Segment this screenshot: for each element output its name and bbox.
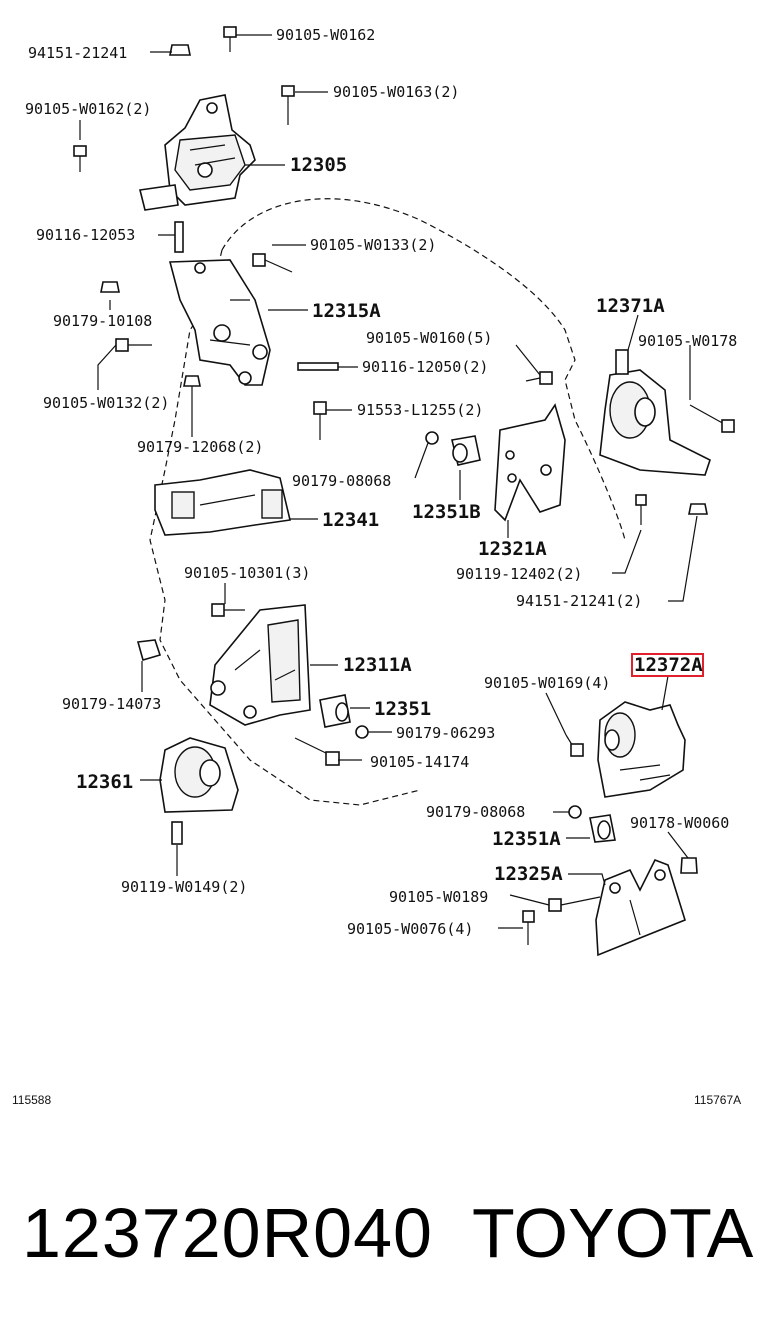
label-90105-W0133-2: 90105-W0133(2): [310, 236, 436, 254]
label-90105-W0076-4: 90105-W0076(4): [347, 920, 473, 938]
label-90105-W0189: 90105-W0189: [389, 888, 488, 906]
label-90179-12068-2: 90179-12068(2): [137, 438, 263, 456]
bracket-12325A: [595, 858, 686, 957]
label-90179-08068-b: 90179-08068: [426, 803, 525, 821]
label-90105-W0178: 90105-W0178: [638, 332, 737, 350]
label-90105-W0162: 90105-W0162: [276, 26, 375, 44]
label-90105-W0160-5: 90105-W0160(5): [366, 329, 492, 347]
label-90119-12402-2: 90119-12402(2): [456, 565, 582, 583]
part-number: 123720R040: [22, 1194, 433, 1272]
label-12311A: 12311A: [343, 654, 412, 676]
mount-12372A: [597, 701, 686, 798]
label-90178-W0060: 90178-W0060: [630, 814, 729, 832]
label-12321A: 12321A: [478, 538, 547, 560]
label-12371A: 12371A: [596, 295, 665, 317]
label-12315A: 12315A: [312, 300, 381, 322]
stud-90116-12050: [297, 362, 339, 371]
label-12351A: 12351A: [492, 828, 561, 850]
label-90105-W0132-2: 90105-W0132(2): [43, 394, 169, 412]
bolt-91553-L1255: [313, 401, 327, 440]
bolt-90105-W0160: [525, 371, 553, 385]
stud-90116-12053: [174, 221, 184, 253]
engine-mount-12371A: [599, 349, 711, 476]
mount-12361: [159, 737, 239, 813]
nut-90179-06293: [355, 725, 369, 739]
label-90179-10108: 90179-10108: [53, 312, 152, 330]
footer: 123720R040 TOYOTA: [0, 1185, 760, 1285]
nut-90179-10108: [100, 281, 120, 293]
nut-94151-21241-2: [688, 503, 708, 515]
brand-name: TOYOTA: [472, 1194, 754, 1272]
label-94151-21241-2: 94151-21241(2): [516, 592, 642, 610]
bolt-90105-W0132: [115, 338, 152, 352]
engine-outline: [149, 198, 626, 806]
bracket-12341: [154, 469, 291, 536]
label-94151-21241-top: 94151-21241: [28, 44, 127, 62]
bolt-90105-W0178: [689, 404, 735, 433]
label-12361: 12361: [76, 771, 133, 793]
bolt-90105-W0162: [223, 26, 237, 52]
nut-90179-14073: [136, 639, 162, 661]
highlight-box-12372A: [631, 653, 704, 677]
label-90105-10301-3: 90105-10301(3): [184, 564, 310, 582]
label-90116-12053: 90116-12053: [36, 226, 135, 244]
label-90105-W0162-2: 90105-W0162(2): [25, 100, 151, 118]
label-90105-14174: 90105-14174: [370, 753, 469, 771]
label-90179-08068-a: 90179-08068: [292, 472, 391, 490]
nut-90178-W0060: [680, 857, 698, 874]
leader-lines: [79, 34, 698, 929]
bolt-90105-W0076: [522, 910, 535, 945]
engine-mount-12305: [139, 94, 256, 211]
mount-12351B: [451, 435, 481, 466]
label-12341: 12341: [322, 509, 379, 531]
bolt-90105-W0189: [548, 896, 601, 912]
reference-code-left: 115588: [12, 1093, 51, 1107]
bracket-12311A: [209, 604, 311, 726]
label-90105-W0163-2: 90105-W0163(2): [333, 83, 459, 101]
bolt-90119-W0149: [171, 821, 183, 845]
label-90179-06293: 90179-06293: [396, 724, 495, 742]
bracket-12315A: [168, 259, 271, 386]
bolt-90105-W0133: [252, 253, 293, 273]
label-90119-W0149-2: 90119-W0149(2): [121, 878, 247, 896]
label-12351B: 12351B: [412, 501, 481, 523]
bolt-90105-10301: [211, 603, 245, 617]
label-12305: 12305: [290, 154, 347, 176]
bolt-90105-W0162-2: [73, 145, 87, 172]
mount-12351: [319, 694, 351, 728]
nut-90179-08068-b: [568, 805, 582, 819]
nut-94151-21241-top: [169, 44, 191, 56]
bolt-90105-14174: [294, 737, 340, 766]
bracket-12321A: [494, 403, 566, 522]
label-12325A: 12325A: [494, 863, 563, 885]
label-90105-W0169-4: 90105-W0169(4): [484, 674, 610, 692]
bolt-90119-12402: [635, 494, 647, 525]
label-12372A[interactable]: 12372A: [634, 654, 703, 676]
parts-diagram: 94151-21241 90105-W0162 90105-W0162(2) 9…: [12, 26, 741, 1107]
bolt-90105-W0163: [281, 85, 295, 125]
mount-12351A: [589, 814, 616, 843]
nut-90179-08068-a: [425, 431, 439, 445]
label-12351: 12351: [374, 698, 431, 720]
nut-90179-12068: [183, 375, 201, 387]
label-90179-14073: 90179-14073: [62, 695, 161, 713]
reference-code-right: 115767A: [694, 1093, 741, 1107]
label-90116-12050-2: 90116-12050(2): [362, 358, 488, 376]
label-91553-L1255-2: 91553-L1255(2): [357, 401, 483, 419]
bolt-90105-W0169: [565, 734, 584, 757]
